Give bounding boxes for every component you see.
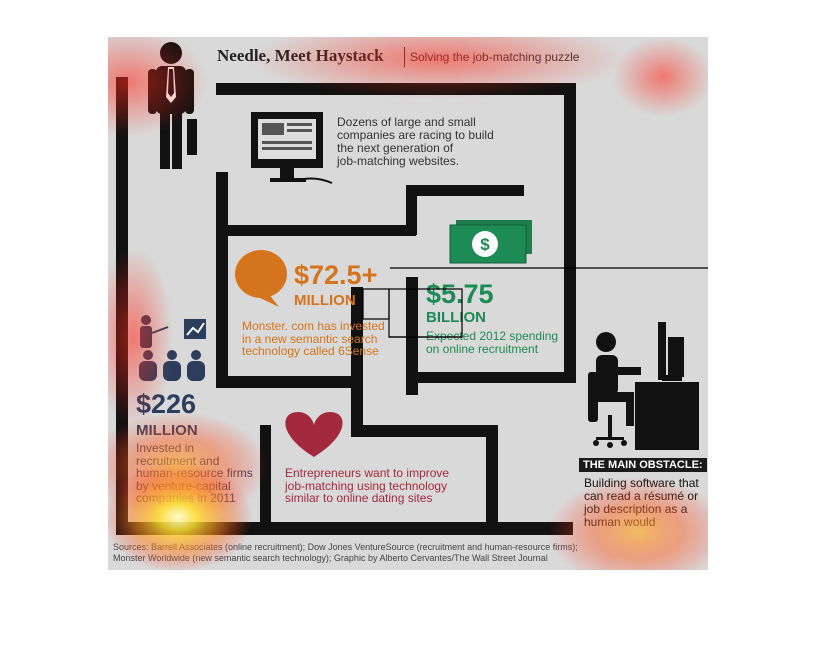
intro-line: the next generation of bbox=[337, 141, 454, 155]
intro-line: companies are racing to build bbox=[337, 128, 494, 142]
monster-text: Monster. com has invested in a new seman… bbox=[242, 320, 385, 358]
maze-wall bbox=[406, 185, 417, 235]
maze-wall bbox=[351, 287, 363, 437]
maze-wall bbox=[406, 372, 576, 383]
maze-wall bbox=[486, 425, 498, 525]
page-subtitle: Solving the job-matching puzzle bbox=[410, 50, 580, 64]
maze-wall bbox=[351, 425, 498, 437]
vc-line: Invested in bbox=[136, 441, 195, 455]
svg-text:$: $ bbox=[480, 235, 490, 254]
intro-line: Dozens of large and small bbox=[337, 115, 476, 129]
businessman-icon bbox=[148, 42, 197, 169]
maze-wall bbox=[216, 225, 416, 236]
dating-line: similar to online dating sites bbox=[285, 491, 433, 505]
infographic: $ bbox=[108, 37, 708, 570]
people-presentation-icon bbox=[139, 315, 206, 381]
dating-line: Entrepreneurs want to improve bbox=[285, 466, 450, 480]
maze-wall bbox=[260, 425, 271, 535]
obstacle-line: human would bbox=[584, 515, 656, 529]
heart-icon bbox=[285, 412, 343, 457]
maze-wall bbox=[564, 83, 576, 383]
vc-unit: MILLION bbox=[136, 422, 198, 439]
intro-line: job-matching websites. bbox=[337, 154, 460, 168]
person-at-computer-icon bbox=[588, 322, 699, 450]
maze-wall bbox=[406, 185, 524, 196]
monster-line: in a new semantic search bbox=[242, 331, 378, 346]
maze-wall bbox=[116, 522, 573, 535]
maze-wall bbox=[116, 77, 128, 535]
spending-line: Expected 2012 spending bbox=[426, 329, 559, 343]
obstacle-text: Building software that can read a résumé… bbox=[584, 477, 706, 529]
vc-amount: $226 bbox=[136, 389, 197, 419]
spending-text: Expected 2012 spending on online recruit… bbox=[426, 330, 558, 355]
computer-monitor-icon bbox=[251, 112, 333, 184]
spending-unit: BILLION bbox=[426, 309, 486, 326]
vc-line: human-resource firms bbox=[136, 466, 253, 480]
dollar-bill-icon: $ bbox=[449, 220, 532, 264]
sources-line: Sources: Barrell Associates (online recr… bbox=[113, 542, 578, 552]
sources-note: Sources: Barrell Associates (online recr… bbox=[113, 542, 583, 564]
monster-line: Monster. com has invested bbox=[242, 319, 385, 333]
page-title: Needle, Meet Haystack bbox=[217, 46, 384, 65]
dating-line: job-matching using technology bbox=[285, 478, 448, 493]
obstacle-badge: THE MAIN OBSTACLE: bbox=[579, 458, 707, 472]
intro-text: Dozens of large and small companies are … bbox=[337, 116, 494, 168]
speech-bubble-icon bbox=[235, 250, 287, 307]
maze-wall bbox=[216, 376, 361, 388]
dating-text: Entrepreneurs want to improve job-matchi… bbox=[285, 467, 449, 505]
maze-wall bbox=[216, 83, 576, 95]
monster-line: technology called 6Sense bbox=[242, 344, 379, 358]
spending-line: on online recruitment bbox=[426, 341, 539, 356]
maze-wall bbox=[216, 172, 228, 387]
monster-unit: MILLION bbox=[294, 292, 356, 309]
monster-amount: $72.5+ bbox=[294, 260, 378, 290]
title-divider bbox=[404, 47, 405, 67]
vc-line: companies in 2011 bbox=[136, 491, 236, 505]
spending-amount: $5.75 bbox=[426, 279, 494, 309]
vc-text: Invested in recruitment and human-resour… bbox=[136, 442, 253, 505]
sources-line: Monster Worldwide (new semantic search t… bbox=[113, 553, 548, 563]
